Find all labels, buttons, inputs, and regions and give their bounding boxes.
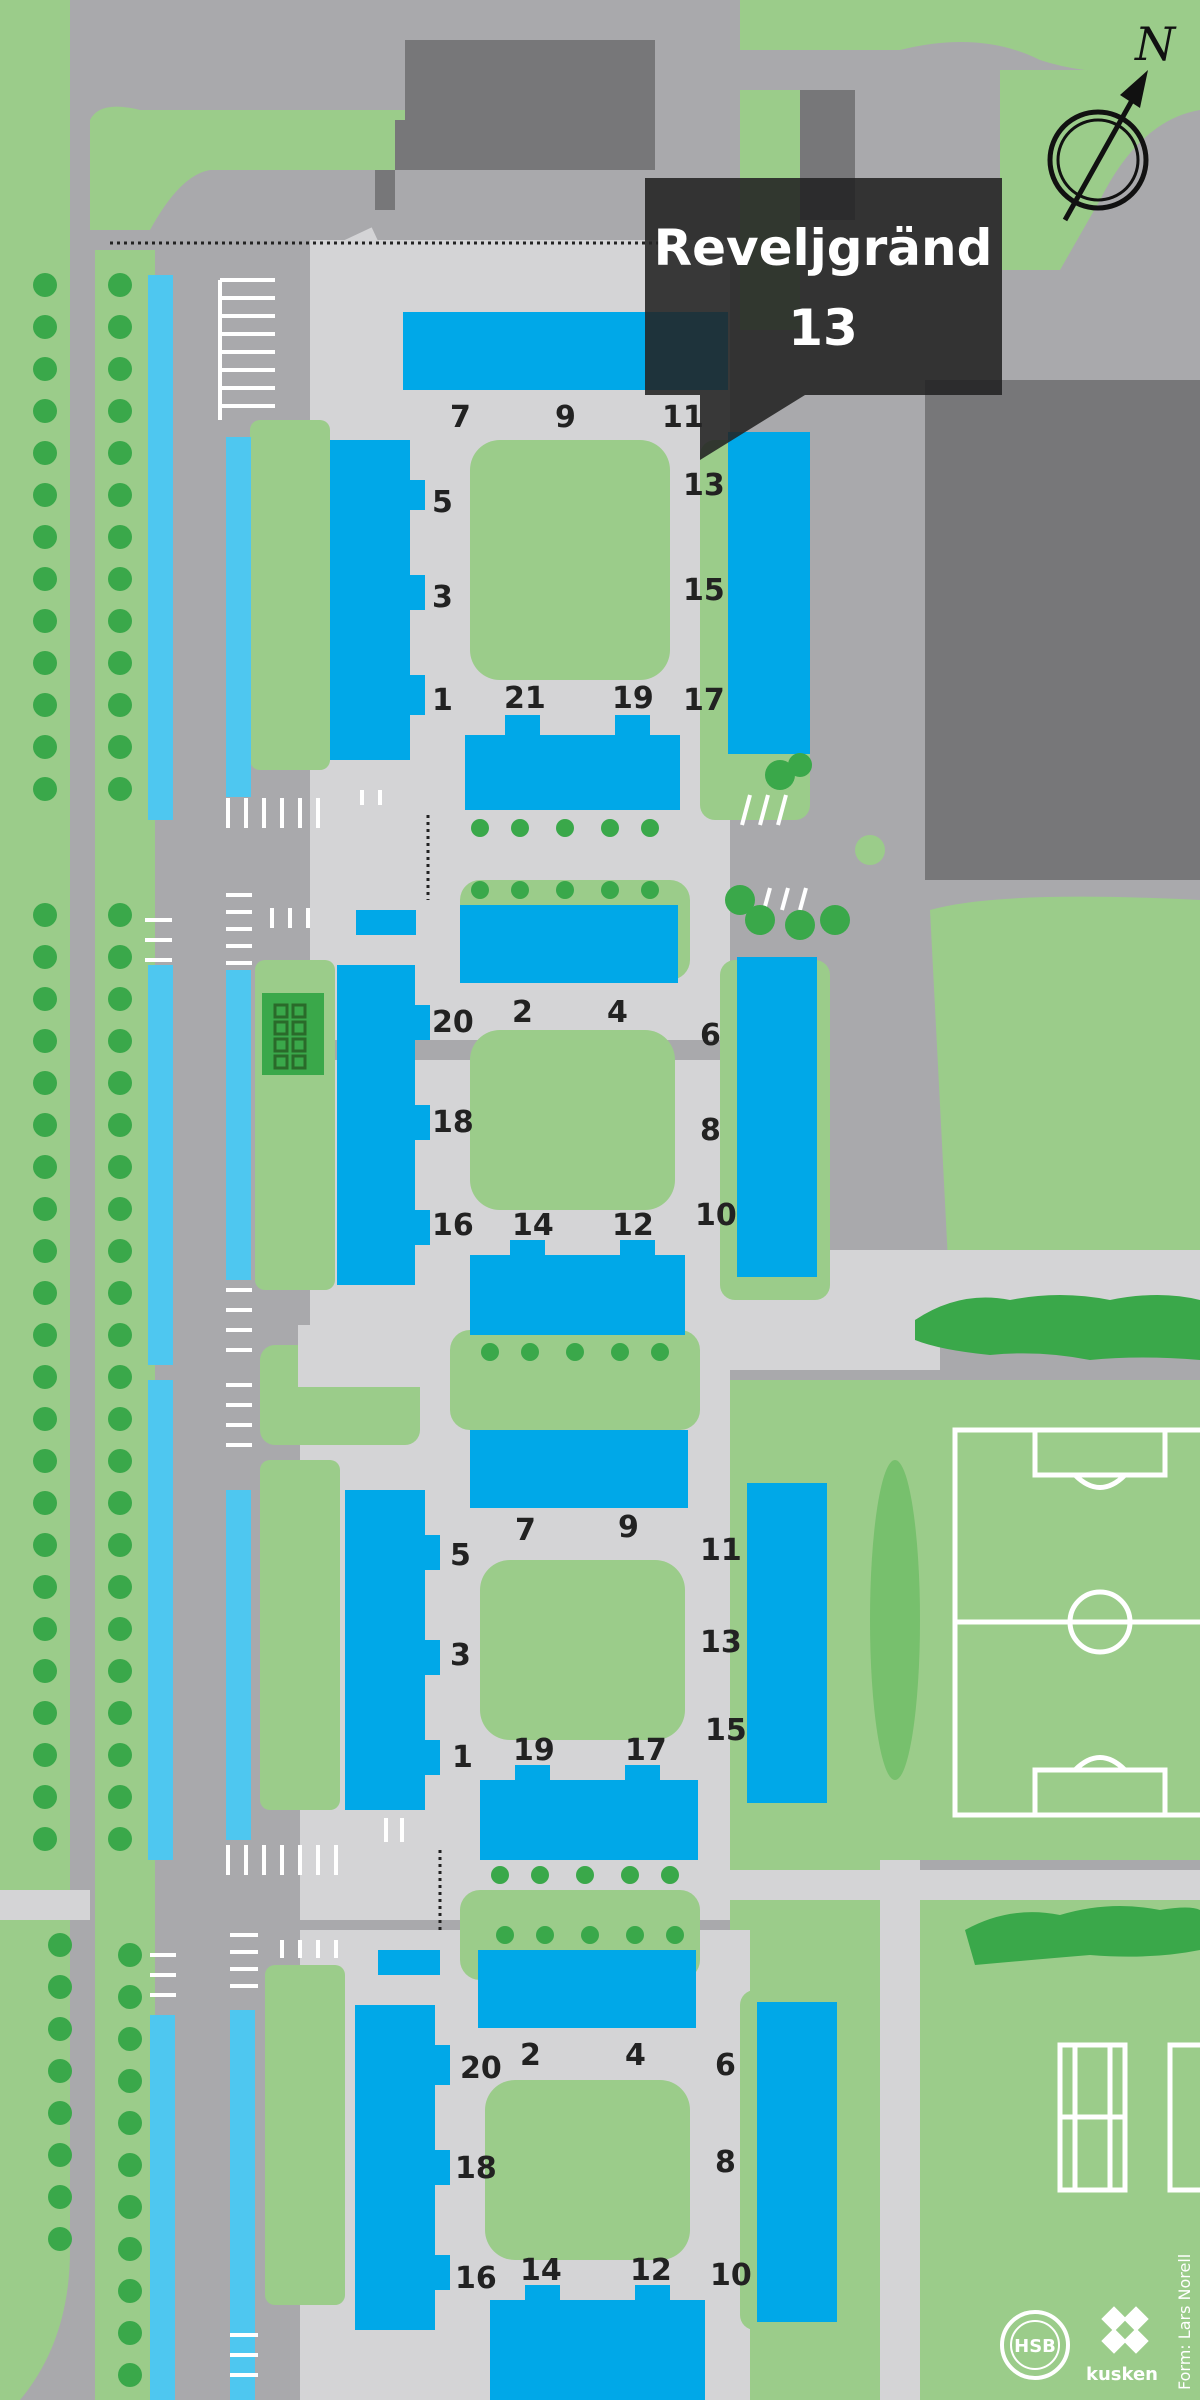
tennis-courts xyxy=(1057,2042,1200,2193)
house-number: 5 xyxy=(450,1538,471,1573)
house-number: 10 xyxy=(695,1198,737,1233)
house-number: 12 xyxy=(612,1208,654,1243)
callout-street: Reveljgränd xyxy=(654,219,993,277)
house-number: 8 xyxy=(700,1113,721,1148)
parking-markings xyxy=(145,278,808,2377)
house-number: 15 xyxy=(705,1713,747,1748)
house-number: 3 xyxy=(432,580,453,615)
house-number: 20 xyxy=(460,2051,502,2086)
house-number: 2 xyxy=(512,995,533,1030)
house-number: 17 xyxy=(683,683,725,718)
address-callout: Reveljgränd 13 xyxy=(645,178,1002,460)
compass-north-label: N xyxy=(1134,17,1177,71)
house-number: 11 xyxy=(662,400,704,435)
house-number: 13 xyxy=(683,468,725,503)
house-number: 21 xyxy=(504,681,546,716)
residential-buildings xyxy=(330,312,837,2400)
house-number: 9 xyxy=(555,400,576,435)
football-pitch xyxy=(870,1427,1200,1818)
lawn-ne-corner xyxy=(1000,70,1200,270)
house-number: 19 xyxy=(612,681,654,716)
compass-arrow-icon xyxy=(1120,70,1148,108)
house-number: 17 xyxy=(625,1733,667,1768)
house-number: 16 xyxy=(455,2261,497,2296)
house-number: 12 xyxy=(630,2253,672,2288)
house-number: 6 xyxy=(700,1018,721,1053)
house-number: 14 xyxy=(520,2253,562,2288)
house-number: 4 xyxy=(625,2038,646,2073)
house-number: 14 xyxy=(512,1208,554,1243)
hsb-emblem-icon xyxy=(1000,2310,1070,2380)
house-number: 3 xyxy=(450,1638,471,1673)
lawn-east-h xyxy=(930,896,1200,1300)
house-number: 9 xyxy=(618,1510,639,1545)
house-number: 18 xyxy=(432,1105,474,1140)
kusken-logo-text: kusken xyxy=(1086,2364,1158,2385)
other-building-east-annex xyxy=(1095,380,1200,515)
house-number: 11 xyxy=(700,1533,742,1568)
callout-number: 13 xyxy=(788,299,858,357)
hedge-east xyxy=(915,1295,1200,1360)
callout-box xyxy=(645,178,1002,460)
house-number: 13 xyxy=(700,1625,742,1660)
house-number: 20 xyxy=(432,1005,474,1040)
lawn-northeast xyxy=(740,0,1200,74)
hedge-southeast xyxy=(965,1906,1200,1965)
hsb-logo: HSB xyxy=(1000,2310,1070,2380)
other-building-north xyxy=(375,40,655,210)
house-number: 1 xyxy=(432,683,453,718)
house-number: 6 xyxy=(715,2048,736,2083)
garages xyxy=(148,275,255,2400)
house-number: 4 xyxy=(607,995,628,1030)
house-number: 18 xyxy=(455,2151,497,2186)
credit-text: Form: Lars Norell xyxy=(1175,2254,1194,2390)
compass-ring xyxy=(1047,109,1149,211)
house-number: 7 xyxy=(450,400,471,435)
compass-ring-inner xyxy=(1056,118,1140,202)
north-compass: N xyxy=(1047,17,1177,222)
boundary-lines xyxy=(110,241,660,1930)
house-number: 10 xyxy=(710,2258,752,2293)
house-number: 8 xyxy=(715,2145,736,2180)
house-number: 15 xyxy=(683,573,725,608)
house-number: 7 xyxy=(515,1513,536,1548)
house-number: 16 xyxy=(432,1208,474,1243)
house-number: 19 xyxy=(513,1733,555,1768)
shed xyxy=(298,1325,423,1387)
hsb-emblem-inner xyxy=(1010,2320,1060,2370)
house-number: 1 xyxy=(452,1740,473,1775)
compass-needle xyxy=(1062,93,1138,222)
house-numbers: 7 9 11 5 3 1 13 15 17 21 19 2 4 6 20 18 … xyxy=(432,400,752,2296)
shrubs xyxy=(33,273,885,2387)
house-number: 5 xyxy=(432,485,453,520)
hsb-logo-text: HSB xyxy=(1014,2336,1056,2357)
playground-grid xyxy=(273,1003,307,1070)
house-number: 2 xyxy=(520,2038,541,2073)
